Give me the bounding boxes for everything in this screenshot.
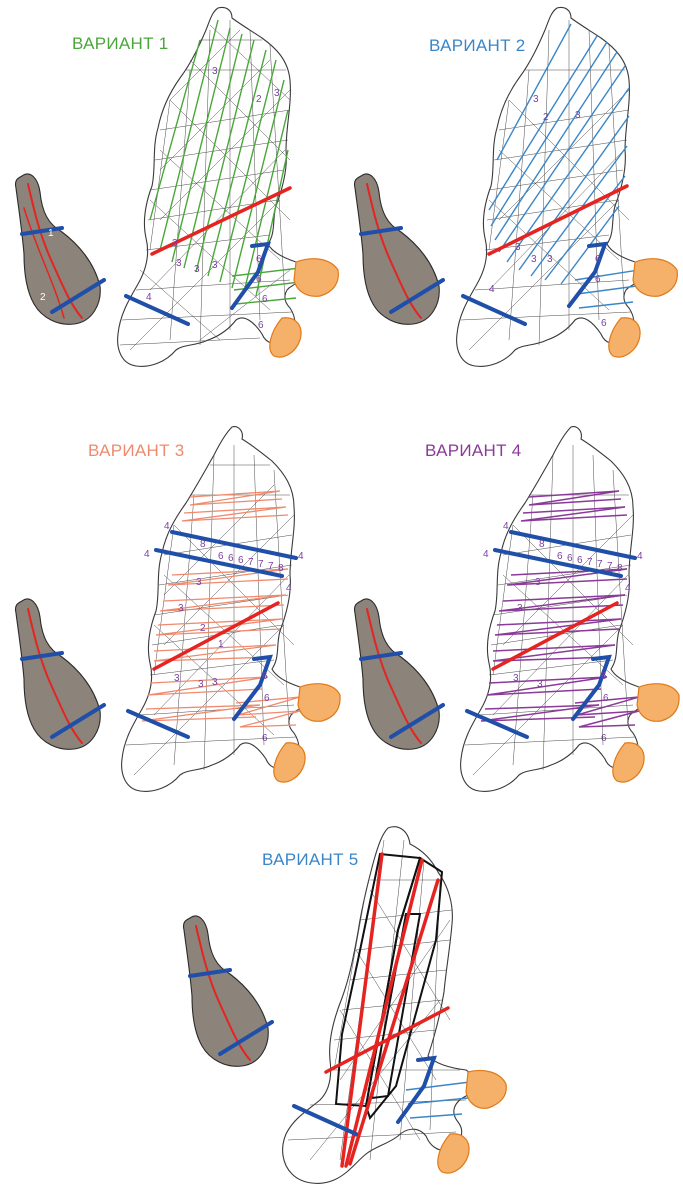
cell-number: 1 bbox=[48, 228, 54, 239]
side-field-mesh bbox=[354, 599, 439, 749]
cell-number: 3 bbox=[547, 254, 553, 265]
side-field-mesh bbox=[354, 174, 439, 324]
cell-number: 6 bbox=[256, 254, 262, 265]
cell-number: 3 bbox=[196, 577, 202, 588]
cell-number: 3 bbox=[513, 673, 519, 684]
cell-number: 3 bbox=[533, 94, 539, 105]
cell-number: 8 bbox=[200, 539, 206, 550]
cell-number: 6 bbox=[258, 320, 264, 331]
panel-variant-3: ВАРИАНТ 3 4 4 bbox=[0, 425, 341, 810]
cell-number: 3 bbox=[178, 603, 184, 614]
cell-number: 3 bbox=[531, 254, 537, 265]
cell-number: 3 bbox=[194, 264, 200, 275]
cell-number: 6 bbox=[557, 551, 563, 562]
variant-3-diagram: 4 4 4 4 6 6 6 7 7 7 8 8 3 3 2 1 6 6 6 3 … bbox=[0, 425, 341, 810]
cell-number: 4 bbox=[489, 284, 495, 295]
cell-number: 8 bbox=[278, 563, 284, 574]
cell-number: 3 bbox=[515, 242, 521, 253]
cell-number: 2 bbox=[543, 112, 549, 123]
cell-number: 6 bbox=[262, 733, 268, 744]
cell-number: 6 bbox=[595, 254, 601, 265]
cell-number: 6 bbox=[264, 693, 270, 704]
cell-number: 3 bbox=[212, 677, 218, 688]
cell-number: 7 bbox=[258, 559, 264, 570]
panel-variant-5: ВАРИАНТ 5 bbox=[170, 820, 514, 1191]
cell-number: 7 bbox=[587, 557, 593, 568]
cell-number: 2 bbox=[200, 623, 206, 634]
cell-number: 3 bbox=[176, 258, 182, 269]
cell-number: 3 bbox=[274, 88, 280, 99]
cell-number: 6 bbox=[601, 671, 607, 682]
cell-number: 2 bbox=[40, 292, 46, 303]
cell-number: 8 bbox=[617, 563, 623, 574]
cell-number: 7 bbox=[268, 561, 274, 572]
cell-number: 4 bbox=[164, 521, 170, 532]
cell-number: 6 bbox=[577, 555, 583, 566]
main-field-mesh bbox=[118, 7, 300, 366]
cell-number: 3 bbox=[575, 110, 581, 121]
side-field-mesh bbox=[15, 599, 100, 749]
cell-number: 6 bbox=[238, 555, 244, 566]
cell-number: 6 bbox=[256, 274, 262, 285]
cell-number: 3 bbox=[517, 603, 523, 614]
variant-5-diagram bbox=[170, 820, 514, 1191]
cell-number: 7 bbox=[248, 557, 254, 568]
panel-variant-1: ВАРИАНТ 1 3 bbox=[0, 0, 341, 385]
cell-number: 6 bbox=[228, 553, 234, 564]
cell-number: 6 bbox=[218, 551, 224, 562]
cell-number: 4 bbox=[637, 551, 643, 562]
cell-number: 6 bbox=[603, 693, 609, 704]
cell-number: 6 bbox=[567, 553, 573, 564]
cell-number: 4 bbox=[625, 583, 631, 594]
panel-variant-4: ВАРИАНТ 4 4 4 bbox=[339, 425, 683, 810]
cell-number: 3 bbox=[212, 66, 218, 77]
cell-number: 7 bbox=[597, 559, 603, 570]
cell-number: 7 bbox=[607, 561, 613, 572]
cell-number: 6 bbox=[262, 294, 268, 305]
cell-number: 3 bbox=[174, 673, 180, 684]
side-field-mesh bbox=[183, 916, 268, 1066]
variant-1-diagram: 3 2 3 3 3 3 3 6 6 6 6 4 1 2 bbox=[0, 0, 341, 385]
cell-number: 4 bbox=[298, 551, 304, 562]
cell-number: 3 bbox=[172, 238, 178, 249]
cell-number: 8 bbox=[539, 539, 545, 550]
cell-number: 6 bbox=[601, 318, 607, 329]
side-field-mesh bbox=[15, 174, 100, 324]
cell-number: 4 bbox=[146, 292, 152, 303]
cell-number: 3 bbox=[198, 679, 204, 690]
cell-number: 4 bbox=[286, 583, 292, 594]
cell-number: 2 bbox=[256, 94, 262, 105]
panel-variant-2: ВАРИАНТ 2 3 2 3 bbox=[339, 0, 683, 385]
cell-number: 6 bbox=[595, 274, 601, 285]
cell-number: 1 bbox=[218, 639, 224, 650]
cell-number: 6 bbox=[262, 671, 268, 682]
cell-number: 4 bbox=[483, 549, 489, 560]
cell-number: 6 bbox=[601, 733, 607, 744]
variant-4-diagram: 4 4 4 4 6 6 6 7 7 7 8 8 3 3 6 6 6 3 3 bbox=[339, 425, 683, 810]
variant-2-diagram: 3 2 3 3 3 3 6 6 6 4 bbox=[339, 0, 683, 385]
cell-number: 3 bbox=[535, 577, 541, 588]
cell-number: 4 bbox=[144, 549, 150, 560]
cell-number: 3 bbox=[212, 260, 218, 271]
cell-number: 3 bbox=[537, 679, 543, 690]
cell-number: 4 bbox=[503, 521, 509, 532]
